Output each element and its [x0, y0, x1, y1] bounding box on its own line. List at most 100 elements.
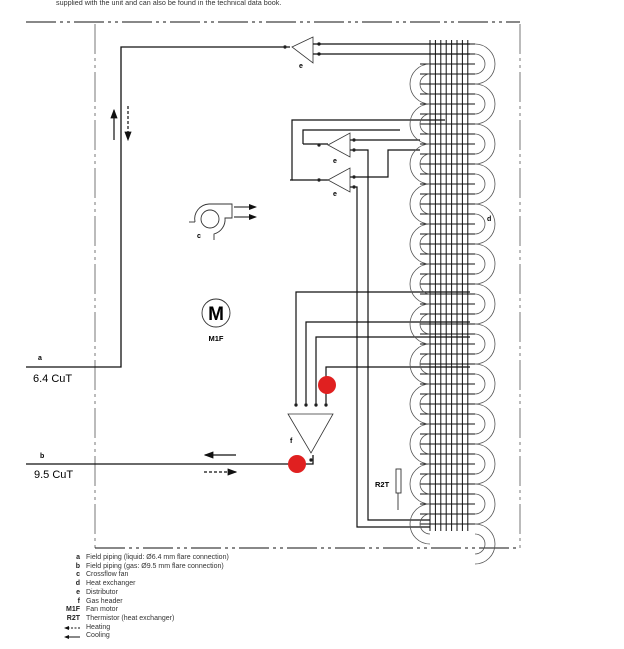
tube-bend: [474, 403, 496, 445]
tube-bend: [419, 233, 431, 255]
legend-key: a: [76, 554, 80, 561]
tube-bend: [409, 143, 431, 185]
connection-a-label: a: [38, 355, 42, 362]
distributor-middle-1: [317, 132, 356, 158]
highlight-marker: [288, 455, 306, 473]
heating-arrow-icon: [58, 625, 86, 631]
tube-bend: [409, 423, 431, 465]
tube-bend: [474, 373, 486, 395]
tube-bend: [474, 93, 486, 115]
tube-bend: [474, 443, 496, 485]
tube-bend: [474, 363, 496, 405]
legend-key: d: [75, 580, 80, 588]
tube-bend: [419, 433, 431, 455]
gas-header: [287, 403, 334, 462]
distributor-label-middle-1: e: [333, 158, 337, 165]
legend-text: Fan motor: [86, 606, 118, 614]
tube-bend: [419, 153, 431, 175]
legend-text: Thermistor (heat exchanger): [86, 614, 175, 622]
liquid-piping-a: [26, 46, 290, 368]
legend-key: b: [75, 562, 80, 570]
tube-bend: [409, 343, 431, 385]
fan-motor-label: M1F: [209, 334, 224, 343]
tube-bend: [474, 283, 496, 325]
highlight-marker: [318, 376, 336, 394]
legend-key: f: [77, 597, 80, 605]
tube-bend: [474, 323, 496, 365]
distributor-middle-2: [317, 167, 356, 193]
tube-bend: [419, 273, 431, 295]
intro-text: supplied with the unit and can also be f…: [56, 0, 282, 7]
connection-b-pipe: 9.5 CuT: [34, 469, 73, 481]
tube-bend: [409, 223, 431, 265]
tube-bend: [419, 473, 431, 495]
tube-bend: [409, 263, 431, 305]
legend-item: R2T Thermistor (heat exchanger): [58, 615, 229, 624]
tube-bend: [419, 353, 431, 375]
thermistor-icon: [395, 468, 402, 510]
fan-motor-icon: M: [201, 298, 231, 328]
tube-bend: [474, 533, 486, 555]
legend-item: b Field piping (gas: Ø9.5 mm flare connec…: [58, 563, 229, 572]
cooling-arrow-icon: [58, 634, 86, 640]
heat-exchanger: [409, 40, 496, 565]
legend-item: Heating: [58, 624, 229, 633]
tube-bend: [409, 503, 431, 545]
tube-bend: [474, 53, 486, 75]
heat-exchanger-label: d: [487, 216, 491, 223]
tube-bend: [409, 383, 431, 425]
tube-bend: [419, 73, 431, 95]
distributor-label-top: e: [299, 63, 303, 70]
tube-bend: [474, 203, 496, 245]
tube-bend: [409, 103, 431, 145]
tube-bend: [474, 83, 496, 125]
legend-key: R2T: [66, 614, 80, 622]
tube-bend: [474, 163, 496, 205]
tube-bend: [409, 463, 431, 505]
tube-bend: [474, 413, 486, 435]
legend-text: Field piping (gas: Ø9.5 mm flare connect…: [86, 562, 224, 570]
tube-bend: [419, 393, 431, 415]
tube-bend: [474, 293, 486, 315]
gas-flow-arrows: [203, 451, 238, 476]
tube-bend: [474, 213, 486, 235]
tube-bend: [474, 483, 496, 525]
connection-a-pipe: 6.4 CuT: [33, 373, 72, 385]
gas-piping-b: [26, 455, 314, 465]
tube-bend: [474, 123, 496, 165]
fan-motor-symbol: M: [208, 304, 224, 325]
tube-bend: [409, 303, 431, 345]
tube-bend: [474, 43, 496, 85]
legend-item: e Distributor: [58, 589, 229, 598]
tube-bend: [419, 513, 431, 535]
legend-text: Field piping (liquid: Ø6.4 mm flare conn…: [86, 554, 229, 561]
legend-text: Gas header: [86, 597, 123, 605]
tube-bend: [409, 63, 431, 105]
distributor-top: [283, 36, 321, 64]
thermistor-label: R2T: [375, 480, 390, 489]
tube-bend: [474, 523, 496, 565]
distributor-label-middle-2: e: [333, 191, 337, 198]
tube-bend: [419, 313, 431, 335]
legend-text: Crossflow fan: [86, 571, 129, 579]
legend-text: Distributor: [86, 588, 118, 596]
legend-item: f Gas header: [58, 598, 229, 607]
legend-key: e: [76, 588, 80, 596]
legend-key: c: [76, 571, 80, 579]
tube-bend: [409, 183, 431, 225]
legend-item: Cooling: [58, 632, 229, 641]
tube-bend: [474, 253, 486, 275]
legend-text: Cooling: [86, 632, 110, 640]
crossflow-fan-label: c: [197, 233, 201, 240]
legend-item: d Heat exchanger: [58, 580, 229, 589]
legend: a Field piping (liquid: Ø6.4 mm flare con…: [58, 554, 229, 641]
unit-boundary: [26, 21, 521, 549]
tube-bend: [419, 113, 431, 135]
connection-b-label: b: [40, 453, 44, 460]
tube-bend: [474, 133, 486, 155]
liquid-flow-arrows: [110, 106, 132, 142]
legend-text: Heat exchanger: [86, 580, 136, 588]
tube-bend: [474, 333, 486, 355]
